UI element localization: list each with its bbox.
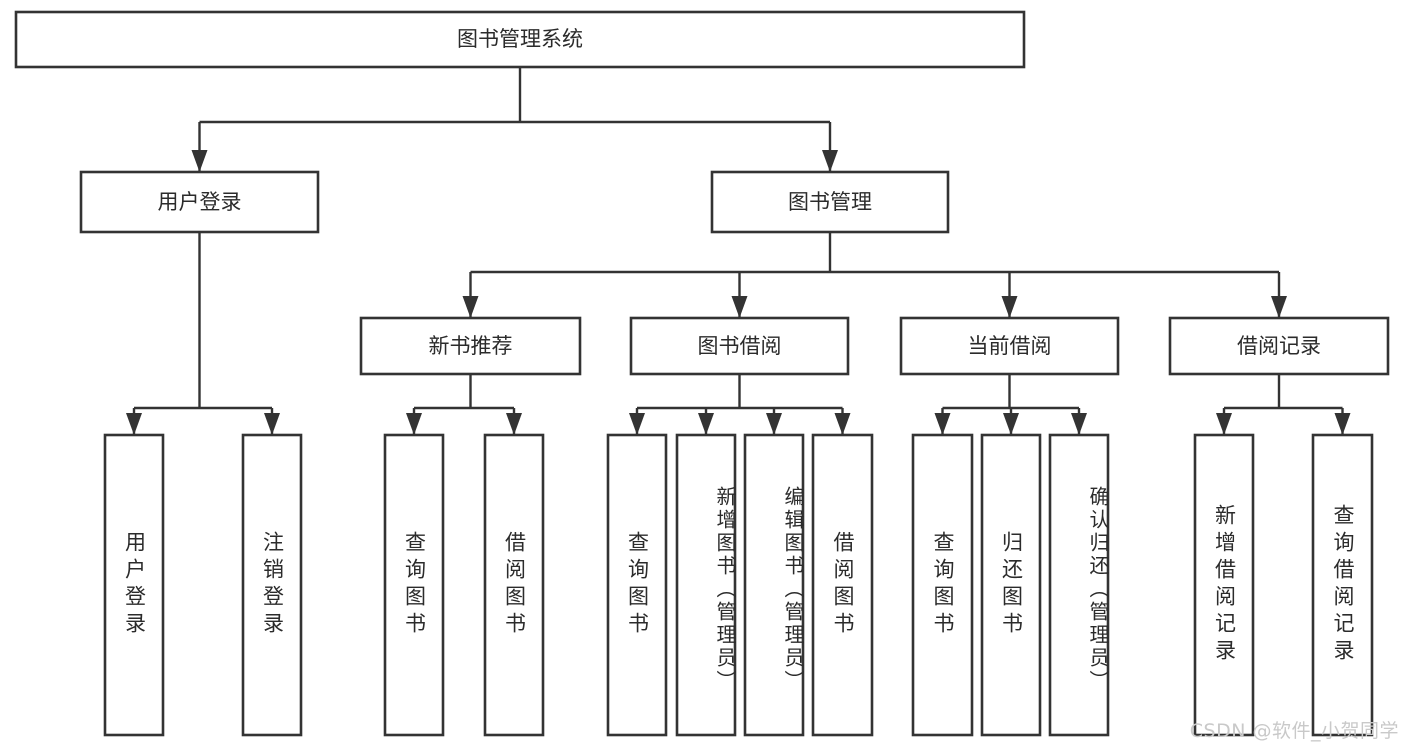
leaf-box-3[interactable] — [483, 433, 545, 737]
leaf-box-10[interactable] — [1048, 433, 1110, 737]
leaf-box-12[interactable] — [1311, 433, 1374, 737]
arrow-head-icon — [506, 413, 522, 435]
arrow-head-icon — [406, 413, 422, 435]
level2-box-1[interactable] — [710, 170, 950, 234]
arrow-head-icon — [731, 296, 748, 318]
arrow-head-icon — [629, 413, 645, 435]
arrow-head-icon — [264, 413, 280, 435]
arrow-head-icon — [834, 413, 851, 435]
level3-box-1[interactable] — [629, 316, 850, 376]
level3-box-3[interactable] — [1168, 316, 1390, 376]
leaf-box-6[interactable] — [743, 433, 805, 737]
arrow-head-icon — [1334, 413, 1351, 435]
leaf-box-11[interactable] — [1193, 433, 1255, 737]
level3-box-2[interactable] — [899, 316, 1120, 376]
arrow-head-icon — [766, 413, 782, 435]
root-box-0[interactable] — [14, 10, 1026, 69]
watermark-text: CSDN @软件_小贺同学 — [1189, 720, 1399, 742]
arrow-head-icon — [1216, 413, 1232, 435]
arrow-head-icon — [191, 150, 208, 172]
arrow-head-icon — [822, 150, 838, 172]
arrow-head-icon — [126, 413, 142, 435]
level2-box-0[interactable] — [79, 170, 320, 234]
connector-layer — [126, 67, 1351, 435]
arrow-head-icon — [1001, 296, 1018, 318]
arrow-head-icon — [698, 413, 714, 435]
leaf-box-2[interactable] — [383, 433, 445, 737]
leaf-box-5[interactable] — [675, 433, 737, 737]
arrow-head-icon — [1003, 413, 1019, 435]
arrow-head-icon — [1071, 413, 1087, 435]
leaf-box-8[interactable] — [911, 433, 974, 737]
leaf-box-9[interactable] — [980, 433, 1042, 737]
leaf-box-4[interactable] — [606, 433, 668, 737]
arrow-head-icon — [462, 296, 479, 318]
level3-box-0[interactable] — [359, 316, 582, 376]
leaf-box-7[interactable] — [811, 433, 874, 737]
leaf-box-0[interactable] — [103, 433, 165, 737]
leaf-box-1[interactable] — [241, 433, 303, 737]
arrow-head-icon — [1271, 296, 1287, 318]
arrow-head-icon — [934, 413, 951, 435]
box-layer — [14, 10, 1390, 737]
